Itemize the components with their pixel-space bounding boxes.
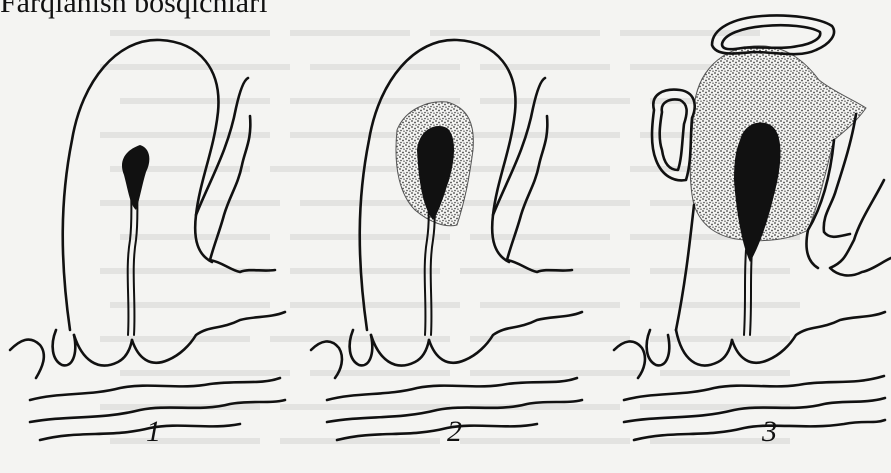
- stage-1-right-leaf: [210, 116, 275, 272]
- stage-1-outer-left: [10, 340, 44, 378]
- stage-3-number: 3: [762, 415, 777, 449]
- stage-2-right-leaf: [507, 116, 572, 272]
- stage-2-outer-left: [311, 341, 342, 378]
- stage-1-panel: 1: [0, 0, 297, 473]
- stage-3-panel: 3: [594, 0, 891, 473]
- stage-2-number: 2: [447, 415, 462, 449]
- stage-2-strand: [425, 200, 429, 335]
- stage-2-panel: 2: [297, 0, 594, 473]
- stage-1-base-curve: [74, 335, 132, 366]
- stage-2-base-curve: [371, 335, 429, 366]
- stage-2-ground-line: [337, 424, 537, 440]
- stage-3-strand: [744, 250, 746, 335]
- stage-3-apex-outline: [676, 205, 694, 330]
- stage-1-ground-line: [40, 424, 240, 440]
- stage-3-base-curve: [676, 330, 732, 365]
- stage-1-leaf-primordium: [196, 78, 248, 215]
- stage-3-drawing: [594, 0, 891, 473]
- stage-2-drawing: [297, 0, 594, 473]
- stage-2-base-curve-right: [429, 312, 582, 363]
- stage-3-left-lobe: [652, 90, 695, 181]
- stage-3-lowest-layer: [624, 398, 885, 422]
- stage-3-left-sheath: [647, 330, 670, 365]
- stage-1-number: 1: [146, 415, 161, 449]
- stage-3-outer-left: [614, 341, 645, 378]
- stage-1-meristem: [122, 145, 149, 210]
- stage-2-left-sheath: [350, 330, 373, 365]
- stage-2-leaf-primordium: [493, 78, 545, 215]
- stage-1-drawing: [0, 0, 297, 473]
- stage-3-ground-line: [634, 420, 885, 440]
- stage-3-meristem: [734, 122, 781, 262]
- stage-3-lower-layer: [624, 376, 884, 400]
- stage-1-left-sheath: [53, 330, 76, 365]
- stage-2-lower-layer: [327, 378, 577, 400]
- stage-1-lower-layer: [30, 378, 280, 400]
- stage-3-far-right-leaf: [830, 180, 891, 275]
- stage-3-base-curve-right: [732, 312, 885, 363]
- stage-1-base-curve-right: [132, 312, 285, 363]
